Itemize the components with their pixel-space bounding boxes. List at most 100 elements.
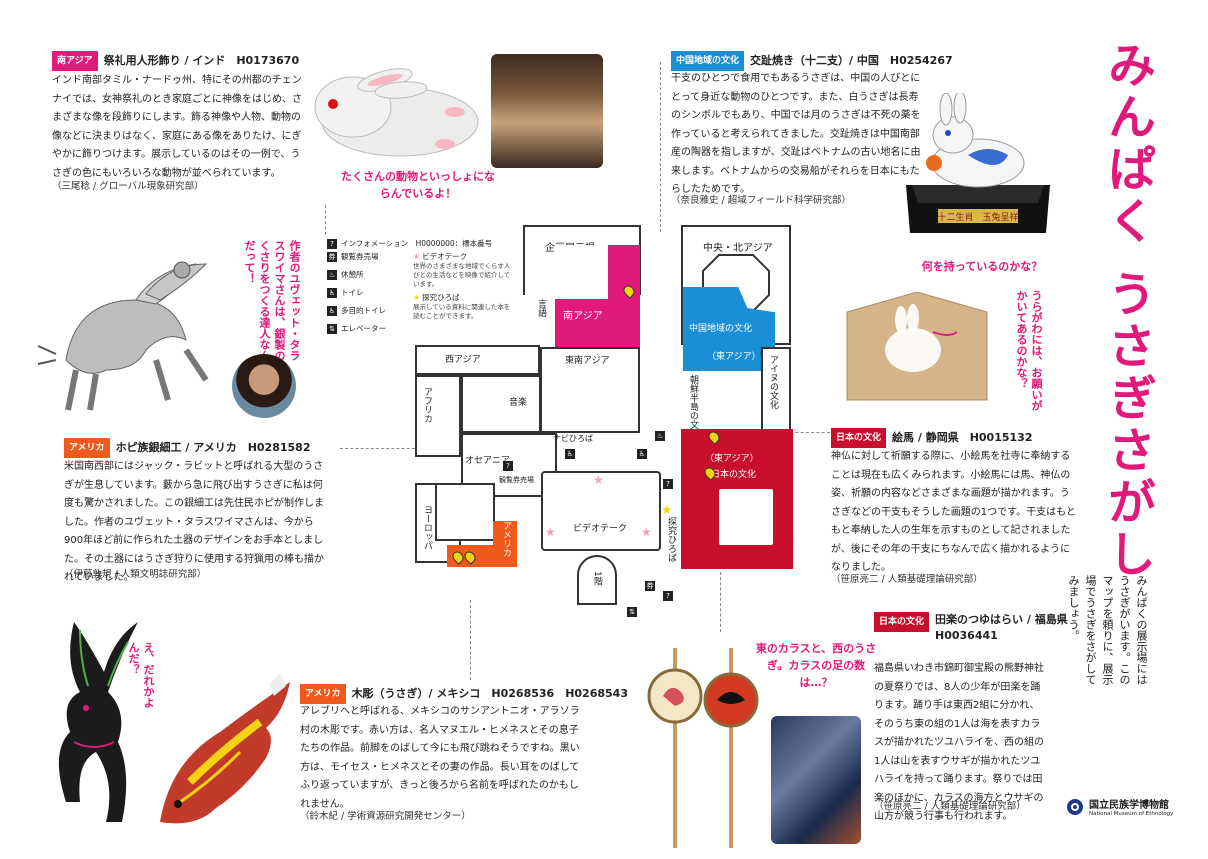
video-star-icon: ★ bbox=[413, 252, 420, 261]
room-music[interactable] bbox=[461, 375, 541, 433]
china-body: 干支のひとつで食用でもあるうさぎは、中国の人びとにとって身近な動物のひとつです。… bbox=[671, 73, 921, 195]
legend-info: ?インフォメーション H0000000：標本番号 bbox=[327, 238, 517, 249]
museum-name-en: National Museum of Ethnology bbox=[1089, 811, 1174, 817]
legend-toilet: ♿トイレ bbox=[327, 287, 413, 298]
ema-credit: （笹原亮二 / 人類基礎理論研究部） bbox=[831, 574, 983, 585]
china-region-tag: 中国地域の文化 bbox=[671, 51, 745, 71]
room-explore-label: 探究ひろば bbox=[666, 517, 676, 562]
room-videotheque[interactable] bbox=[541, 471, 661, 551]
america-body: 米国南西部にはジャック・ラビットと呼ばれる大型のうさぎが生息しています。藪から急… bbox=[64, 461, 324, 583]
legend-explore: ★ 探究ひろば bbox=[413, 292, 513, 303]
floor-map: 企画展示場 南アジア 言語 東南アジア 西アジア アフリカ 音楽 オセアニア ヨ… bbox=[405, 225, 795, 617]
map-elevator-icon[interactable]: ⇅ bbox=[627, 607, 637, 617]
america-silver-rabbit bbox=[37, 261, 209, 411]
room-japan-culture-label: 日本の文化 bbox=[711, 470, 757, 480]
page-title: みんぱく うさぎさがし bbox=[1099, 40, 1155, 581]
legend-ticket-label: 観覧券売場 bbox=[341, 252, 379, 261]
india-heading: 南アジア祭礼用人形飾り / インド H0173670 bbox=[52, 51, 299, 71]
multipurpose-toilet-icon: ♿ bbox=[327, 306, 337, 316]
dengaku-credit: （笹原亮二 / 人類基礎理論研究部） bbox=[874, 801, 1026, 812]
india-region-tag: 南アジア bbox=[52, 51, 98, 71]
stairs-label: 1階 bbox=[592, 571, 602, 586]
room-west-asia[interactable] bbox=[415, 345, 540, 375]
map-toilet-icon-1[interactable]: ♿ bbox=[565, 449, 575, 459]
china-note: 何を持っているのかな？ bbox=[921, 260, 1043, 273]
explore-star[interactable]: ★ bbox=[661, 503, 673, 518]
room-america-label: アメリカ bbox=[501, 521, 511, 557]
map-info-icon-1[interactable]: ? bbox=[503, 461, 513, 471]
room-china-culture-label: 中国地域の文化 bbox=[689, 324, 753, 334]
connector-china bbox=[660, 62, 661, 232]
mexico-red-rabbit bbox=[160, 672, 290, 824]
india-display-photo bbox=[491, 54, 603, 168]
room-korea-label: 朝鮮半島の文化 bbox=[688, 375, 698, 438]
india-rabbit-figurine bbox=[314, 68, 479, 157]
room-southeast-asia[interactable] bbox=[540, 347, 640, 433]
mexico-body: アレブリヘと呼ばれる、メキシコのサンアントニオ・アラソラ村の木彫です。赤い方は、… bbox=[300, 706, 580, 810]
legend-number-label: H0000000：標本番号 bbox=[415, 239, 493, 248]
room-ainu-label: アイヌの文化 bbox=[768, 355, 778, 409]
legend-video-desc: 世界のさまざまな地域でくらす人びとの生活などを映像で紹介しています。 bbox=[413, 262, 511, 288]
room-china-east-asia-label: （東アジア） bbox=[707, 352, 761, 362]
stairs-1f[interactable] bbox=[577, 555, 617, 605]
legend-elevator-label: エレベーター bbox=[341, 324, 386, 333]
legend-elevator: ⇅ エレベーター bbox=[327, 323, 413, 334]
room-navi-label: ナビひろば bbox=[553, 434, 593, 443]
room-central-north-asia-label: 中央・北アジア bbox=[703, 243, 773, 254]
room-japan-inner bbox=[719, 489, 773, 545]
room-africa[interactable] bbox=[415, 375, 461, 457]
video-star-1[interactable]: ★ bbox=[593, 473, 604, 487]
video-star-3[interactable]: ★ bbox=[641, 525, 652, 539]
mexico-credit: （鈴木紀 / 学術資源研究開発センター） bbox=[300, 811, 471, 822]
china-heading: 中国地域の文化交趾焼き（十二支）/ 中国 H0254267 bbox=[671, 51, 953, 71]
ema-region-tag: 日本の文化 bbox=[831, 428, 887, 448]
museum-logo-icon bbox=[1067, 798, 1083, 815]
map-toilet-icon-2[interactable]: ♿ bbox=[637, 449, 647, 459]
elevator-icon: ⇅ bbox=[327, 324, 337, 334]
ema-plaque bbox=[846, 292, 988, 401]
rest-icon: ♨ bbox=[327, 270, 337, 280]
room-southeast-asia-label: 東南アジア bbox=[565, 356, 610, 366]
dengaku-display-photo bbox=[771, 716, 861, 844]
map-rest-icon[interactable]: ♨ bbox=[655, 431, 665, 441]
china-title: 交趾焼き（十二支）/ 中国 H0254267 bbox=[750, 54, 953, 67]
museum-name-ja: 国立民族学博物館 bbox=[1089, 800, 1169, 811]
legend-toilet-label: トイレ bbox=[341, 288, 364, 297]
connector-ema bbox=[790, 432, 830, 433]
mexico-black-rabbit bbox=[58, 622, 139, 822]
room-africa-label: アフリカ bbox=[422, 387, 432, 423]
dengaku-note: 東のカラスと、西のうさぎ。カラスの足の数は…？ bbox=[755, 642, 877, 689]
south-asia-block-lower[interactable] bbox=[555, 299, 640, 347]
connector-india bbox=[325, 205, 326, 235]
room-europe-label: ヨーロッパ bbox=[422, 505, 432, 550]
map-info-icon-2[interactable]: ? bbox=[663, 479, 673, 489]
legend-video: ★ ビデオテーク bbox=[413, 251, 513, 262]
china-plaque-text: 十二生肖 玉兔呈祥 bbox=[937, 211, 1018, 223]
room-europe-hall[interactable] bbox=[435, 483, 495, 541]
ema-body: 神仏に対して祈願する際に、小絵馬を社寺に奉納することは現在も広くみられます。小絵… bbox=[831, 451, 1076, 573]
explore-star-icon: ★ bbox=[413, 293, 420, 302]
connector-dengaku bbox=[720, 572, 721, 632]
dengaku-body: 福島県いわき市錦町御宝殿の熊野神社の夏祭りでは、8人の少年が田楽を踊ります。踊り… bbox=[874, 663, 1044, 822]
map-ticket-icon[interactable]: 券 bbox=[645, 581, 655, 591]
video-star-2[interactable]: ★ bbox=[545, 525, 556, 539]
india-note: たくさんの動物といっしょにならんでいるよ！ bbox=[341, 170, 495, 200]
mexico-region-tag: アメリカ bbox=[300, 684, 346, 704]
connector-mexico bbox=[470, 600, 471, 680]
ema-title: 絵馬 / 静岡県 H0015132 bbox=[892, 431, 1033, 444]
dengaku-title: 田楽のつゆはらい / 福島県 H0036441 bbox=[935, 613, 1079, 642]
dengaku-region-tag: 日本の文化 bbox=[874, 612, 930, 632]
america-note: 作者のユヴェット・タラスワイマさんは、銀製のくさりをつくる達人なんだって！ bbox=[243, 240, 301, 361]
ema-heading: 日本の文化絵馬 / 静岡県 H0015132 bbox=[831, 428, 1032, 448]
room-america-lower[interactable] bbox=[447, 545, 517, 567]
america-title: ホピ族銀細工 / アメリカ H0281582 bbox=[115, 441, 311, 454]
map-info-icon-3[interactable]: ? bbox=[663, 591, 673, 601]
room-language-label: 言語 bbox=[536, 299, 546, 317]
china-ceramic-rabbit: 十二生肖 玉兔呈祥 bbox=[906, 93, 1050, 233]
connector-america bbox=[340, 448, 420, 449]
south-asia-block[interactable] bbox=[608, 245, 640, 305]
room-ainu[interactable] bbox=[761, 347, 791, 435]
ticket-icon: 券 bbox=[327, 252, 337, 262]
legend-explore-label: 探究ひろば bbox=[422, 293, 460, 302]
legend-ticket: 券観覧券売場 bbox=[327, 251, 413, 262]
